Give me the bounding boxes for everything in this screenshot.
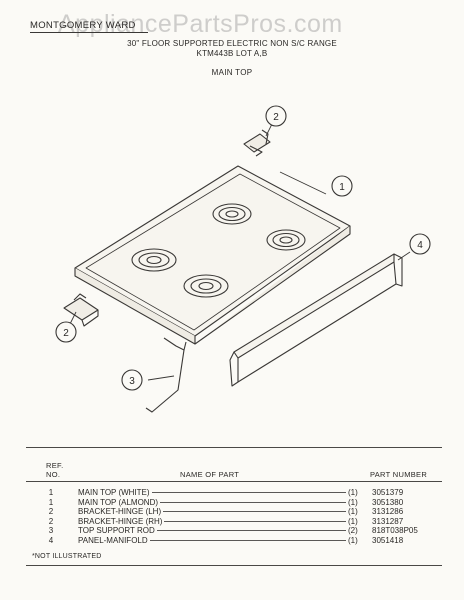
- callout-label-4: 4: [417, 240, 423, 251]
- top-support-rod-drawing: [145, 337, 187, 413]
- callout-circle-3: [121, 369, 143, 391]
- part-number: 3131287: [372, 516, 404, 526]
- part-name: MAIN TOP (ALMOND): [78, 497, 159, 507]
- part-quantity: (1): [348, 516, 358, 526]
- part-number: 3051418: [372, 536, 404, 545]
- part-quantity: (1): [348, 497, 358, 507]
- part-name: MAIN TOP (WHITE): [78, 488, 150, 497]
- table-row: 1 MAIN TOP (ALMOND) (1) 3051380: [0, 498, 464, 508]
- model-number: KTM443B LOT A,B: [196, 49, 268, 58]
- ref-header-line2: NO.: [46, 470, 61, 479]
- brand-underline: [30, 32, 148, 33]
- leader-dash: [160, 501, 346, 503]
- leader-dash: [164, 520, 346, 522]
- part-number: 3131286: [372, 507, 404, 517]
- name-of-part-header: NAME OF PART: [180, 470, 240, 479]
- ref-number: 1: [48, 488, 54, 497]
- part-quantity: (1): [348, 507, 358, 517]
- callout-label-2-top: 2: [273, 112, 279, 123]
- table-row: 2 BRACKET-HINGE (LH) (1) 3131286: [0, 507, 464, 517]
- leader-line-4: [397, 251, 411, 261]
- ref-header-line1: REF.: [46, 461, 64, 470]
- part-quantity: (1): [348, 536, 358, 545]
- table-header-rule: [26, 481, 442, 482]
- table-top-rule: [26, 447, 442, 448]
- leader-dash: [163, 511, 346, 513]
- ref-number: 2: [48, 507, 54, 517]
- leader-line-2-top: [265, 123, 273, 137]
- table-row: 4 PANEL-MANIFOLD (1) 3051418: [0, 536, 464, 546]
- leader-line-3: [147, 375, 175, 381]
- part-number: 3051380: [372, 497, 404, 507]
- callout-label-3: 3: [129, 376, 135, 387]
- ref-number: 4: [48, 536, 54, 545]
- ref-number: 1: [48, 497, 54, 507]
- part-name: PANEL-MANIFOLD: [78, 536, 148, 545]
- part-name: BRACKET-HINGE (RH): [78, 516, 163, 526]
- callout-circle-2-top: [265, 105, 287, 127]
- table-row: 1 MAIN TOP (WHITE) (1) 3051379: [0, 488, 464, 498]
- bracket-hinge-lh-drawing: [63, 293, 99, 327]
- part-name: TOP SUPPORT ROD: [78, 526, 155, 536]
- callout-circle-4: [409, 233, 431, 255]
- leader-line-1: [279, 171, 327, 195]
- part-number-header: PART NUMBER: [370, 470, 428, 479]
- ref-number: 2: [48, 516, 54, 526]
- callout-circle-2-left: [55, 321, 77, 343]
- brand-name: MONTGOMERY WARD: [30, 20, 136, 31]
- callout-label-2-left: 2: [63, 328, 69, 339]
- table-row: 2 BRACKET-HINGE (RH) (1) 3131287: [0, 517, 464, 527]
- part-quantity: (1): [348, 488, 358, 497]
- leader-dash: [152, 492, 346, 493]
- footnote: *NOT ILLUSTRATED: [32, 553, 102, 560]
- bracket-hinge-rh-drawing: [243, 129, 271, 157]
- leader-dash: [157, 530, 346, 532]
- leader-line-2-left: [69, 311, 77, 325]
- section-title: MAIN TOP: [211, 68, 253, 77]
- part-number: 3051379: [372, 488, 404, 497]
- ref-no-header: REF. NO.: [46, 461, 63, 479]
- callout-label-1: 1: [339, 182, 345, 193]
- part-number: 818T038P05: [372, 526, 418, 536]
- table-row: 3 TOP SUPPORT ROD (2) 818T038P05: [0, 526, 464, 536]
- watermark: AppliancePartsPros.com: [58, 10, 343, 38]
- panel-manifold-drawing: [229, 253, 403, 387]
- leader-dash: [150, 540, 346, 541]
- model-title: 30" FLOOR SUPPORTED ELECTRIC NON S/C RAN…: [127, 39, 337, 48]
- part-quantity: (2): [348, 526, 358, 536]
- main-top-drawing: [74, 165, 351, 345]
- exploded-parts-diagram: 1 2 2 3 4: [55, 105, 431, 413]
- table-bottom-rule: [26, 565, 442, 566]
- part-name: BRACKET-HINGE (LH): [78, 507, 162, 517]
- ref-number: 3: [48, 526, 54, 536]
- callout-circle-1: [331, 175, 353, 197]
